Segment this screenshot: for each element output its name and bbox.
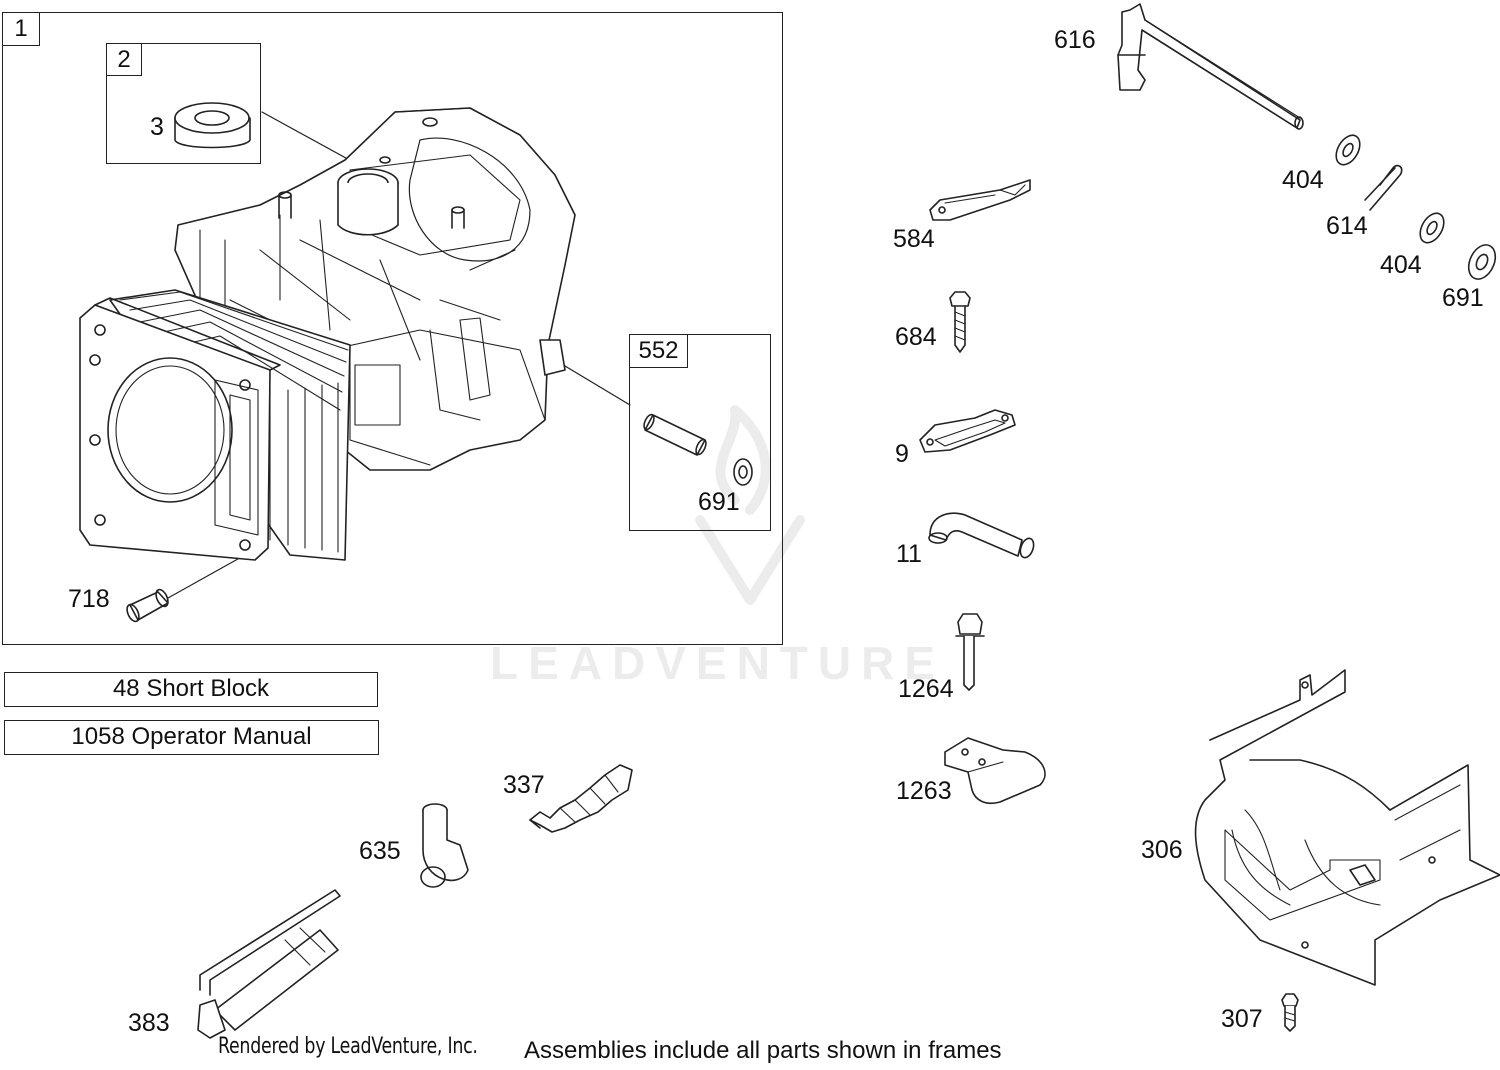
callout-337[interactable]: 337 (503, 771, 545, 799)
blower-base-306-icon[interactable] (1194, 669, 1500, 986)
kit-short-block[interactable]: 48 Short Block (4, 672, 378, 707)
frame-552-tag: 552 (629, 334, 688, 368)
gasket-9-icon[interactable] (919, 409, 1016, 453)
callout-718[interactable]: 718 (68, 585, 110, 613)
breather-tube-11-icon[interactable] (928, 512, 1036, 559)
callout-635[interactable]: 635 (359, 837, 401, 865)
footer: Rendered by LeadVenture, Inc. Assemblies… (218, 1034, 1002, 1064)
frame-2-tag: 2 (106, 43, 142, 76)
callout-9[interactable]: 9 (895, 440, 909, 468)
frame-552-pin-kit[interactable]: 552 (629, 334, 771, 531)
dowel-pin-552-icon[interactable] (642, 413, 708, 456)
callout-691-framed[interactable]: 691 (698, 488, 740, 516)
callout-584[interactable]: 584 (893, 225, 935, 253)
callout-3[interactable]: 3 (150, 113, 164, 141)
hitch-pin-614-icon[interactable] (1364, 164, 1403, 211)
footer-rendered-by: Rendered by LeadVenture, Inc. (218, 1034, 478, 1059)
screw-307-icon[interactable] (1281, 993, 1299, 1032)
kit-operator-manual[interactable]: 1058 Operator Manual (4, 720, 379, 755)
callout-404[interactable]: 404 (1282, 166, 1324, 194)
callout-1264[interactable]: 1264 (898, 675, 954, 703)
frame-1-short-block[interactable]: 1 (2, 12, 783, 645)
callout-307[interactable]: 307 (1221, 1005, 1263, 1033)
breather-cover-584-icon[interactable] (929, 179, 1031, 221)
spark-plug-wrench-383-icon[interactable] (197, 889, 341, 1039)
watermark-logo (695, 405, 805, 605)
footer-assembly-note: Assemblies include all parts shown in fr… (524, 1037, 1002, 1064)
spark-plug-337-icon[interactable] (529, 764, 633, 833)
washer-404-icon[interactable] (1331, 131, 1364, 169)
callout-404b[interactable]: 404 (1380, 251, 1422, 279)
governor-shaft-616-icon[interactable] (1117, 3, 1304, 130)
spark-plug-boot-635-icon[interactable] (420, 803, 469, 888)
plate-1263-icon[interactable] (944, 737, 1046, 805)
callout-614[interactable]: 614 (1326, 212, 1368, 240)
short-block-engine-icon[interactable] (79, 107, 576, 561)
callout-691[interactable]: 691 (1442, 284, 1484, 312)
oil-seal-3-icon[interactable] (174, 102, 251, 149)
callout-11[interactable]: 11 (896, 540, 922, 568)
callout-616[interactable]: 616 (1054, 26, 1096, 54)
seal-691-icon[interactable] (1464, 241, 1500, 284)
callout-684[interactable]: 684 (895, 323, 937, 351)
washer-404b-icon[interactable] (1415, 209, 1448, 247)
callout-1263[interactable]: 1263 (896, 777, 952, 805)
frame-1-tag: 1 (2, 12, 40, 46)
seal-691-framed-icon[interactable] (733, 458, 753, 486)
callout-383[interactable]: 383 (128, 1009, 170, 1037)
dowel-718-icon[interactable] (125, 588, 171, 624)
screw-684-icon[interactable] (949, 291, 971, 353)
bolt-1264-icon[interactable] (955, 613, 985, 691)
watermark: LEADVENTURE (490, 637, 946, 689)
callout-306[interactable]: 306 (1141, 836, 1183, 864)
frame-2-seal-kit[interactable]: 2 (106, 43, 261, 164)
